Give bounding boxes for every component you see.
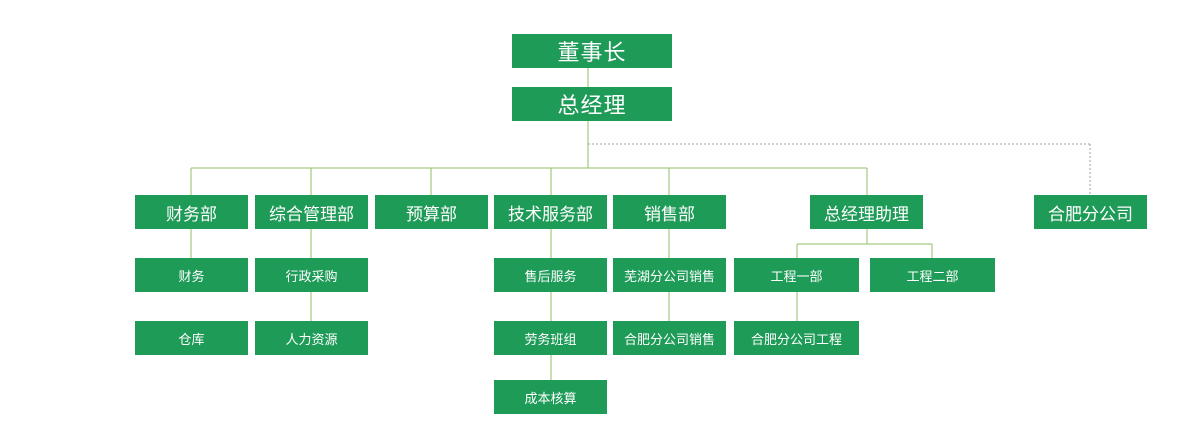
node-hefei-sales-label: 合肥分公司销售: [623, 332, 715, 348]
node-tech-service-dept[interactable]: 技术服务部: [494, 195, 607, 229]
node-engineering-2[interactable]: 工程二部: [870, 258, 995, 292]
node-after-sales-label: 售后服务: [524, 269, 577, 285]
node-budget-dept[interactable]: 预算部: [375, 195, 488, 229]
node-human-resources[interactable]: 人力资源: [255, 321, 368, 355]
node-cost-accounting-label: 成本核算: [524, 391, 577, 407]
node-engineering-2-label: 工程二部: [906, 269, 959, 285]
node-chairman-label: 董事长: [557, 41, 627, 66]
node-admin-procurement-label: 行政采购: [285, 269, 338, 285]
node-finance-label: 财务: [178, 269, 205, 285]
node-wuhu-sales[interactable]: 芜湖分公司销售: [613, 258, 726, 292]
node-admin-dept-label: 综合管理部: [269, 204, 354, 225]
node-labor-team-label: 劳务班组: [524, 332, 577, 348]
node-hefei-engineering-label: 合肥分公司工程: [750, 332, 842, 348]
node-hefei-branch[interactable]: 合肥分公司: [1034, 195, 1147, 229]
node-gm-assistant-label: 总经理助理: [824, 204, 909, 225]
node-human-resources-label: 人力资源: [285, 332, 338, 348]
node-sales-dept[interactable]: 销售部: [613, 195, 726, 229]
node-hefei-branch-label: 合肥分公司: [1048, 204, 1133, 225]
node-engineering-1[interactable]: 工程一部: [734, 258, 859, 292]
node-hefei-sales[interactable]: 合肥分公司销售: [613, 321, 726, 355]
node-admin-procurement[interactable]: 行政采购: [255, 258, 368, 292]
node-warehouse[interactable]: 仓库: [135, 321, 248, 355]
node-chairman[interactable]: 董事长: [512, 34, 672, 68]
node-finance[interactable]: 财务: [135, 258, 248, 292]
node-engineering-1-label: 工程一部: [770, 269, 823, 285]
node-wuhu-sales-label: 芜湖分公司销售: [623, 269, 715, 285]
node-gm-assistant[interactable]: 总经理助理: [810, 195, 923, 229]
node-budget-dept-label: 预算部: [406, 204, 457, 225]
node-general-manager[interactable]: 总经理: [512, 87, 672, 121]
node-finance-dept[interactable]: 财务部: [135, 195, 248, 229]
node-hefei-engineering[interactable]: 合肥分公司工程: [734, 321, 859, 355]
node-general-manager-label: 总经理: [557, 94, 627, 119]
node-after-sales[interactable]: 售后服务: [494, 258, 607, 292]
node-admin-dept[interactable]: 综合管理部: [255, 195, 368, 229]
node-cost-accounting[interactable]: 成本核算: [494, 380, 607, 414]
node-labor-team[interactable]: 劳务班组: [494, 321, 607, 355]
node-tech-service-dept-label: 技术服务部: [508, 204, 593, 225]
node-warehouse-label: 仓库: [178, 332, 205, 348]
node-finance-dept-label: 财务部: [166, 204, 217, 225]
node-sales-dept-label: 销售部: [644, 204, 695, 225]
